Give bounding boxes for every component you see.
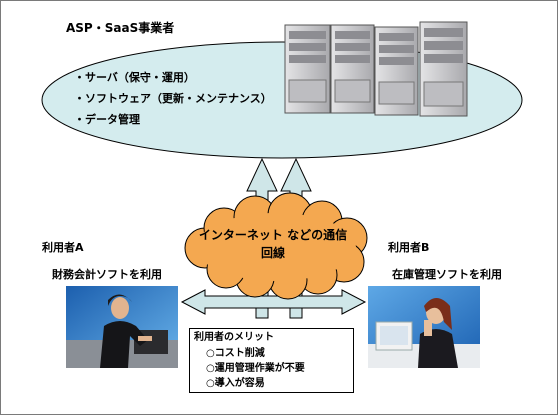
user-b-title: 利用者B [388, 241, 430, 254]
service-list: ・サーバ（保守・運用） ・ソフトウェア（更新・メンテナンス） ・データ管理 [74, 67, 272, 130]
server-icon [284, 24, 331, 114]
merit-box: 利用者のメリット ○コスト削減 ○運用管理作業が不要 ○導入が容易 [189, 328, 354, 393]
cloud-fill [196, 213, 356, 281]
user-a-title: 利用者A [42, 241, 84, 254]
provider-title: ASP・SaaS事業者 [66, 21, 175, 35]
user-a-app: 財務会計ソフトを利用 [52, 268, 162, 281]
server-icon [330, 24, 375, 114]
merit-item: ○運用管理作業が不要 [206, 363, 305, 374]
merit-title: 利用者のメリット [194, 332, 274, 343]
merit-item: ○コスト削減 [206, 348, 265, 359]
server-icon [419, 21, 468, 117]
service-item-data: ・データ管理 [74, 113, 140, 126]
user-b-app: 在庫管理ソフトを利用 [392, 268, 502, 281]
merit-list: ○コスト削減 ○運用管理作業が不要 ○導入が容易 [194, 346, 349, 391]
user-photo-b [368, 286, 480, 368]
network-label: インターネット などの通信回線 [198, 228, 348, 260]
horizontal-double-arrow [180, 289, 367, 315]
merit-item: ○導入が容易 [206, 378, 265, 389]
user-photo-a [66, 286, 178, 368]
service-item-server: ・サーバ（保守・運用） [74, 71, 195, 84]
service-item-software: ・ソフトウェア（更新・メンテナンス） [74, 92, 272, 105]
server-icon [374, 26, 419, 116]
